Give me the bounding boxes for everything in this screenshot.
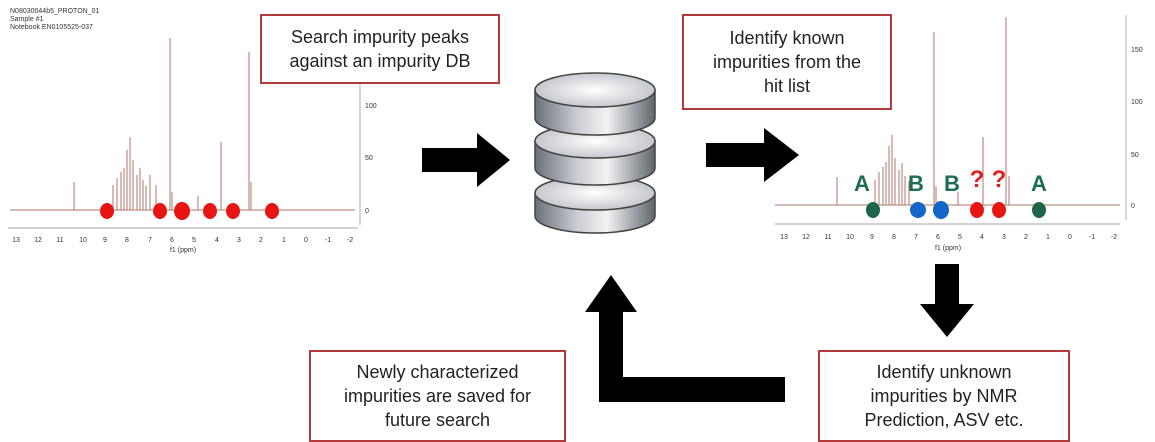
tick-label: -1 — [325, 237, 331, 244]
box-line: Newly characterized — [356, 362, 519, 382]
tick-label: 4 — [215, 237, 219, 244]
spectrum-id: N08030044b5_PROTON_01 — [10, 8, 100, 15]
tick-label: -1 — [1089, 234, 1095, 241]
identify-unknown-box: Identify unknown impurities by NMR Predi… — [818, 350, 1070, 442]
tick-label: 5 — [192, 237, 196, 244]
impurity-marker — [153, 203, 167, 219]
arrow-right-icon — [706, 128, 799, 182]
known-impurity-marker — [933, 201, 949, 219]
left-peaks — [73, 38, 252, 210]
tick-label: 9 — [870, 234, 874, 241]
sample-label: Sample #1 — [10, 16, 44, 23]
box-line: Identify known — [729, 28, 845, 48]
tick-label: 7 — [914, 234, 918, 241]
tick-label: 11 — [824, 234, 831, 241]
known-impurity-marker — [1032, 202, 1046, 218]
newly-characterized-box: Newly characterized impurities are saved… — [309, 350, 566, 442]
spectrum-left: 13 12 11 10 9 8 7 6 5 4 3 2 1 0 -1 -2 f1… — [8, 38, 377, 254]
tick-label: 3 — [1002, 234, 1006, 241]
tick-label: 9 — [103, 237, 107, 244]
spectrum-left-header: N08030044b5_PROTON_01 Sample #1 Notebook… — [10, 8, 99, 32]
box-line: Search impurity peaks — [290, 27, 470, 47]
box-line: future search — [384, 410, 491, 430]
tick-label: 150 — [1131, 47, 1143, 54]
known-impurity-marker — [910, 202, 926, 218]
spectrum-right: 13 12 11 10 9 8 7 6 5 4 3 2 1 0 -1 -2 f1… — [775, 15, 1143, 252]
tick-label: 3 — [237, 237, 241, 244]
impurity-marker — [100, 203, 114, 219]
tick-label: 10 — [79, 237, 87, 244]
unknown-impurity-marker — [992, 202, 1006, 218]
arrow-down-icon — [920, 264, 974, 337]
tick-label: 1 — [1046, 234, 1050, 241]
arrow-loop-back-icon — [585, 275, 785, 402]
search-impurity-box: Search impurity peaks against an impurit… — [260, 14, 500, 84]
tick-label: 10 — [846, 234, 854, 241]
impurity-label: A — [854, 171, 870, 196]
tick-label: 4 — [980, 234, 984, 241]
impurity-marker — [174, 202, 190, 220]
box-line: impurities are saved for — [343, 386, 532, 406]
identify-known-box: Identify known impurities from the hit l… — [682, 14, 892, 110]
tick-label: 12 — [802, 234, 810, 241]
left-impurity-markers — [100, 202, 279, 220]
tick-label: 100 — [365, 103, 377, 110]
tick-label: 13 — [780, 234, 788, 241]
unknown-impurity-marker — [970, 202, 984, 218]
tick-label: 50 — [365, 155, 373, 162]
tick-label: 8 — [892, 234, 896, 241]
box-line: hit list — [763, 76, 810, 96]
tick-label: 6 — [170, 237, 174, 244]
tick-label: 12 — [34, 237, 42, 244]
tick-label: 13 — [12, 237, 20, 244]
tick-label: 11 — [56, 237, 63, 244]
tick-label: 7 — [148, 237, 152, 244]
impurity-marker — [265, 203, 279, 219]
tick-label: -2 — [1111, 234, 1117, 241]
impurity-label: B — [944, 171, 960, 196]
box-line: Identify unknown — [876, 362, 1012, 382]
left-x-axis-label: f1 (ppm) — [170, 247, 196, 254]
tick-label: 2 — [259, 237, 263, 244]
impurity-marker — [203, 203, 217, 219]
tick-label: 0 — [1068, 234, 1072, 241]
impurity-label: ? — [970, 166, 985, 193]
database-icon — [534, 72, 656, 234]
right-x-ticks: 13 12 11 10 9 8 7 6 5 4 3 2 1 0 -1 -2 — [780, 234, 1117, 241]
box-line: impurities by NMR — [870, 386, 1018, 406]
arrow-right-icon — [422, 133, 510, 187]
tick-label: 100 — [1131, 99, 1143, 106]
impurity-marker — [226, 203, 240, 219]
tick-label: 5 — [958, 234, 962, 241]
box-line: against an impurity DB — [289, 51, 471, 71]
tick-label: 0 — [1131, 203, 1135, 210]
tick-label: 1 — [282, 237, 286, 244]
impurity-label: A — [1031, 171, 1047, 196]
tick-label: 50 — [1131, 152, 1139, 159]
box-line: impurities from the — [712, 52, 862, 72]
impurity-label: B — [908, 171, 924, 196]
tick-label: 0 — [365, 208, 369, 215]
tick-label: 2 — [1024, 234, 1028, 241]
right-x-axis-label: f1 (ppm) — [935, 245, 961, 252]
tick-label: 0 — [304, 237, 308, 244]
box-line: Prediction, ASV etc. — [864, 410, 1024, 430]
tick-label: 8 — [125, 237, 129, 244]
known-impurity-marker — [866, 202, 880, 218]
tick-label: -2 — [347, 237, 353, 244]
left-x-ticks: 13 12 11 10 9 8 7 6 5 4 3 2 1 0 -1 -2 — [12, 237, 353, 244]
impurity-label: ? — [992, 166, 1007, 193]
tick-label: 6 — [936, 234, 940, 241]
notebook-label: Notebook EN0105525-037 — [10, 24, 93, 31]
right-peaks — [836, 17, 1010, 205]
